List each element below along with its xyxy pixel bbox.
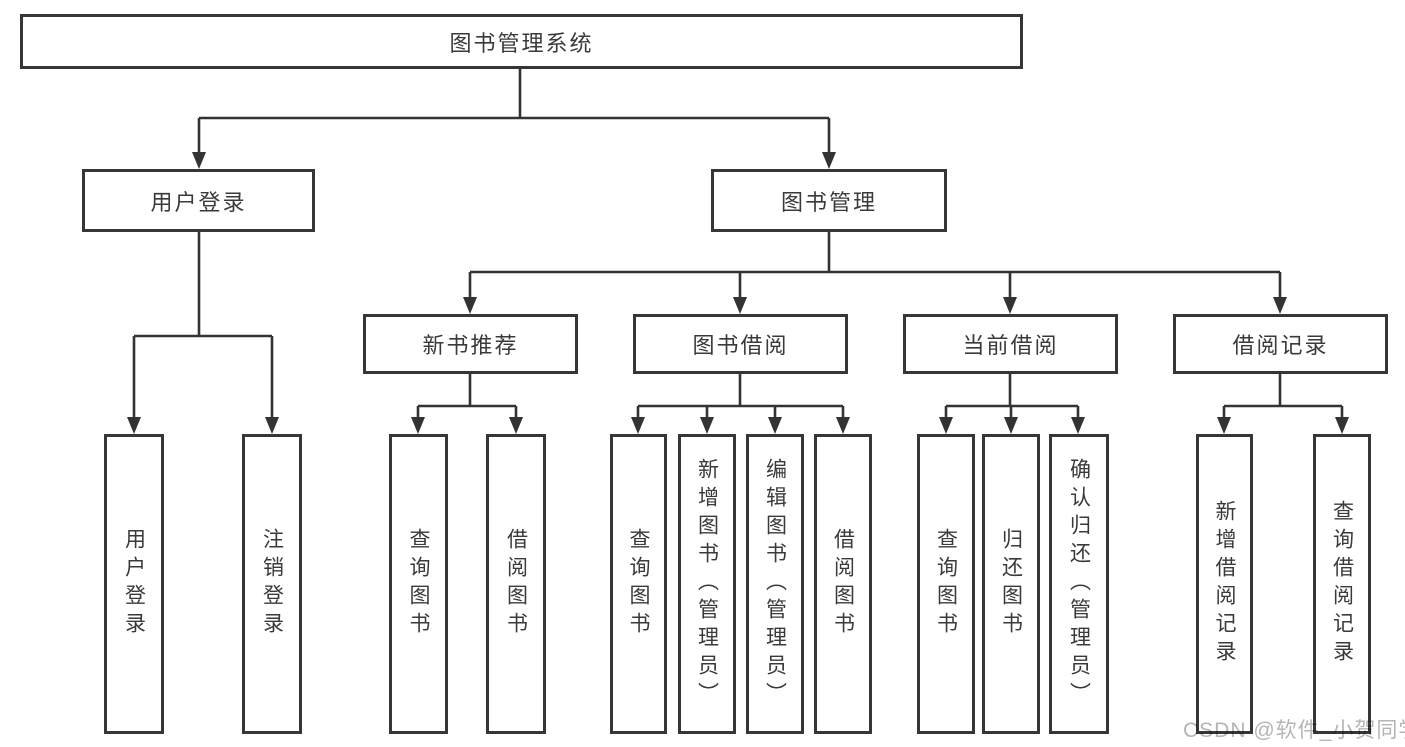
- node-user-login-branch: 用户登录: [82, 169, 315, 232]
- node-borrowing-records: 借阅记录: [1173, 314, 1388, 374]
- node-book-borrowing: 图书借阅: [633, 314, 848, 374]
- leaf-recommend-query-books: 查询图书: [389, 434, 448, 734]
- csdn-watermark: CSDN @软件_小贺同学: [1183, 719, 1405, 742]
- tree-edges: [132, 69, 1344, 419]
- leaf-borrowing-borrow-books: 借阅图书: [814, 434, 872, 734]
- leaf-borrowing-add-books-admin: 新增图书（管理员）: [678, 434, 736, 734]
- leaf-borrowing-edit-books-admin: 编辑图书（管理员）: [746, 434, 804, 734]
- leaf-borrowing-query-books: 查询图书: [610, 434, 667, 734]
- node-book-management-branch: 图书管理: [711, 169, 947, 232]
- leaf-current-query-books: 查询图书: [917, 434, 975, 734]
- node-current-borrowing: 当前借阅: [903, 314, 1118, 374]
- leaf-recommend-borrow-books: 借阅图书: [486, 434, 546, 734]
- leaf-current-return-books: 归还图书: [982, 434, 1040, 734]
- arrowheads: [127, 152, 1349, 434]
- leaf-logout: 注销登录: [242, 434, 302, 734]
- leaf-records-query-record: 查询借阅记录: [1313, 434, 1371, 734]
- node-new-book-recommend: 新书推荐: [363, 314, 578, 374]
- node-root-system: 图书管理系统: [20, 14, 1023, 69]
- leaf-records-add-record: 新增借阅记录: [1196, 434, 1253, 734]
- leaf-user-login: 用户登录: [104, 434, 164, 734]
- leaf-current-confirm-return-admin: 确认归还（管理员）: [1049, 434, 1109, 734]
